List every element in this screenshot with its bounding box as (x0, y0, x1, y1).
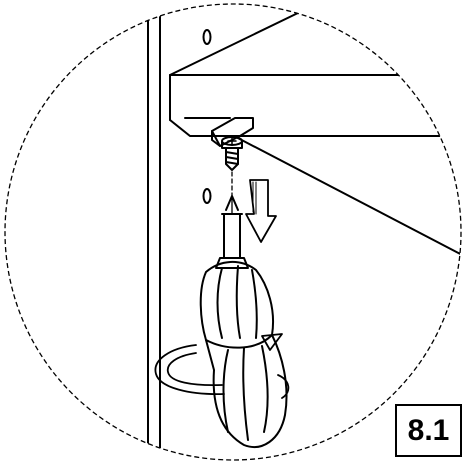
cabinet-panel (147, 4, 212, 460)
upper-hole (202, 29, 212, 45)
screwdriver-icon (199, 195, 288, 448)
lower-hole (202, 188, 212, 204)
step-number-label: 8.1 (395, 404, 462, 457)
mounting-bracket (211, 117, 254, 147)
screw-icon (221, 136, 243, 171)
rotation-arrow-icon (154, 333, 290, 399)
down-arrow-icon (245, 179, 277, 243)
detail-circle (4, 3, 462, 461)
